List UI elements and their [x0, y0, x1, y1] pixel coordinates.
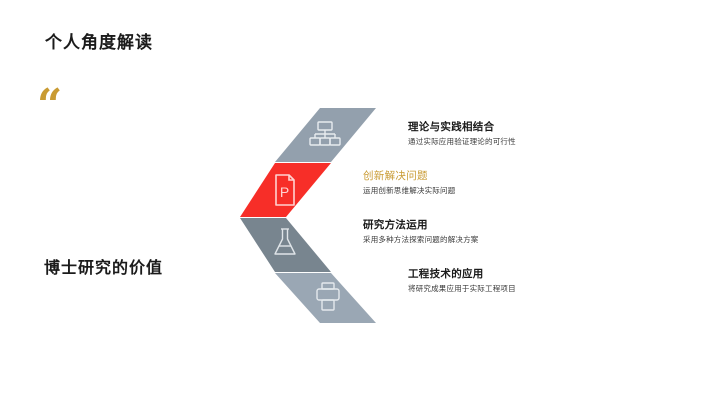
band-text-1: 理论与实践相结合 通过实际应用验证理论的可行性: [408, 120, 516, 147]
band-text-2: 创新解决问题 运用创新思维解决实际问题: [363, 169, 455, 196]
page-title: 个人角度解读: [45, 33, 153, 52]
chevron-band-1[interactable]: [275, 108, 376, 162]
quote-open-icon: “: [37, 80, 63, 131]
band-text-3: 研究方法运用 采用多种方法探索问题的解决方案: [363, 218, 479, 245]
chevron-band-2[interactable]: [240, 163, 331, 217]
band-title-1: 理论与实践相结合: [408, 121, 495, 133]
band-text-4: 工程技术的应用 将研究成果应用于实际工程项目: [408, 267, 516, 294]
chevron-band-4[interactable]: [275, 273, 376, 323]
chevron-band-3[interactable]: [240, 218, 331, 272]
band-title-4: 工程技术的应用: [408, 268, 484, 280]
band-title-2: 创新解决问题: [363, 170, 428, 182]
chevron-shapes: P: [240, 108, 376, 323]
band-desc-1: 通过实际应用验证理论的可行性: [408, 137, 516, 147]
band-desc-2: 运用创新思维解决实际问题: [363, 186, 456, 196]
band-title-3: 研究方法运用: [363, 219, 428, 231]
chevron-diagram: P 理论与实践相结合 通过实际应用验证理论的可行性 创新解决问题 运用创新思维: [240, 108, 640, 323]
band-desc-3: 采用多种方法探索问题的解决方案: [363, 235, 479, 245]
subject-label: 博士研究的价值: [44, 260, 164, 277]
band-desc-4: 将研究成果应用于实际工程项目: [408, 284, 516, 294]
